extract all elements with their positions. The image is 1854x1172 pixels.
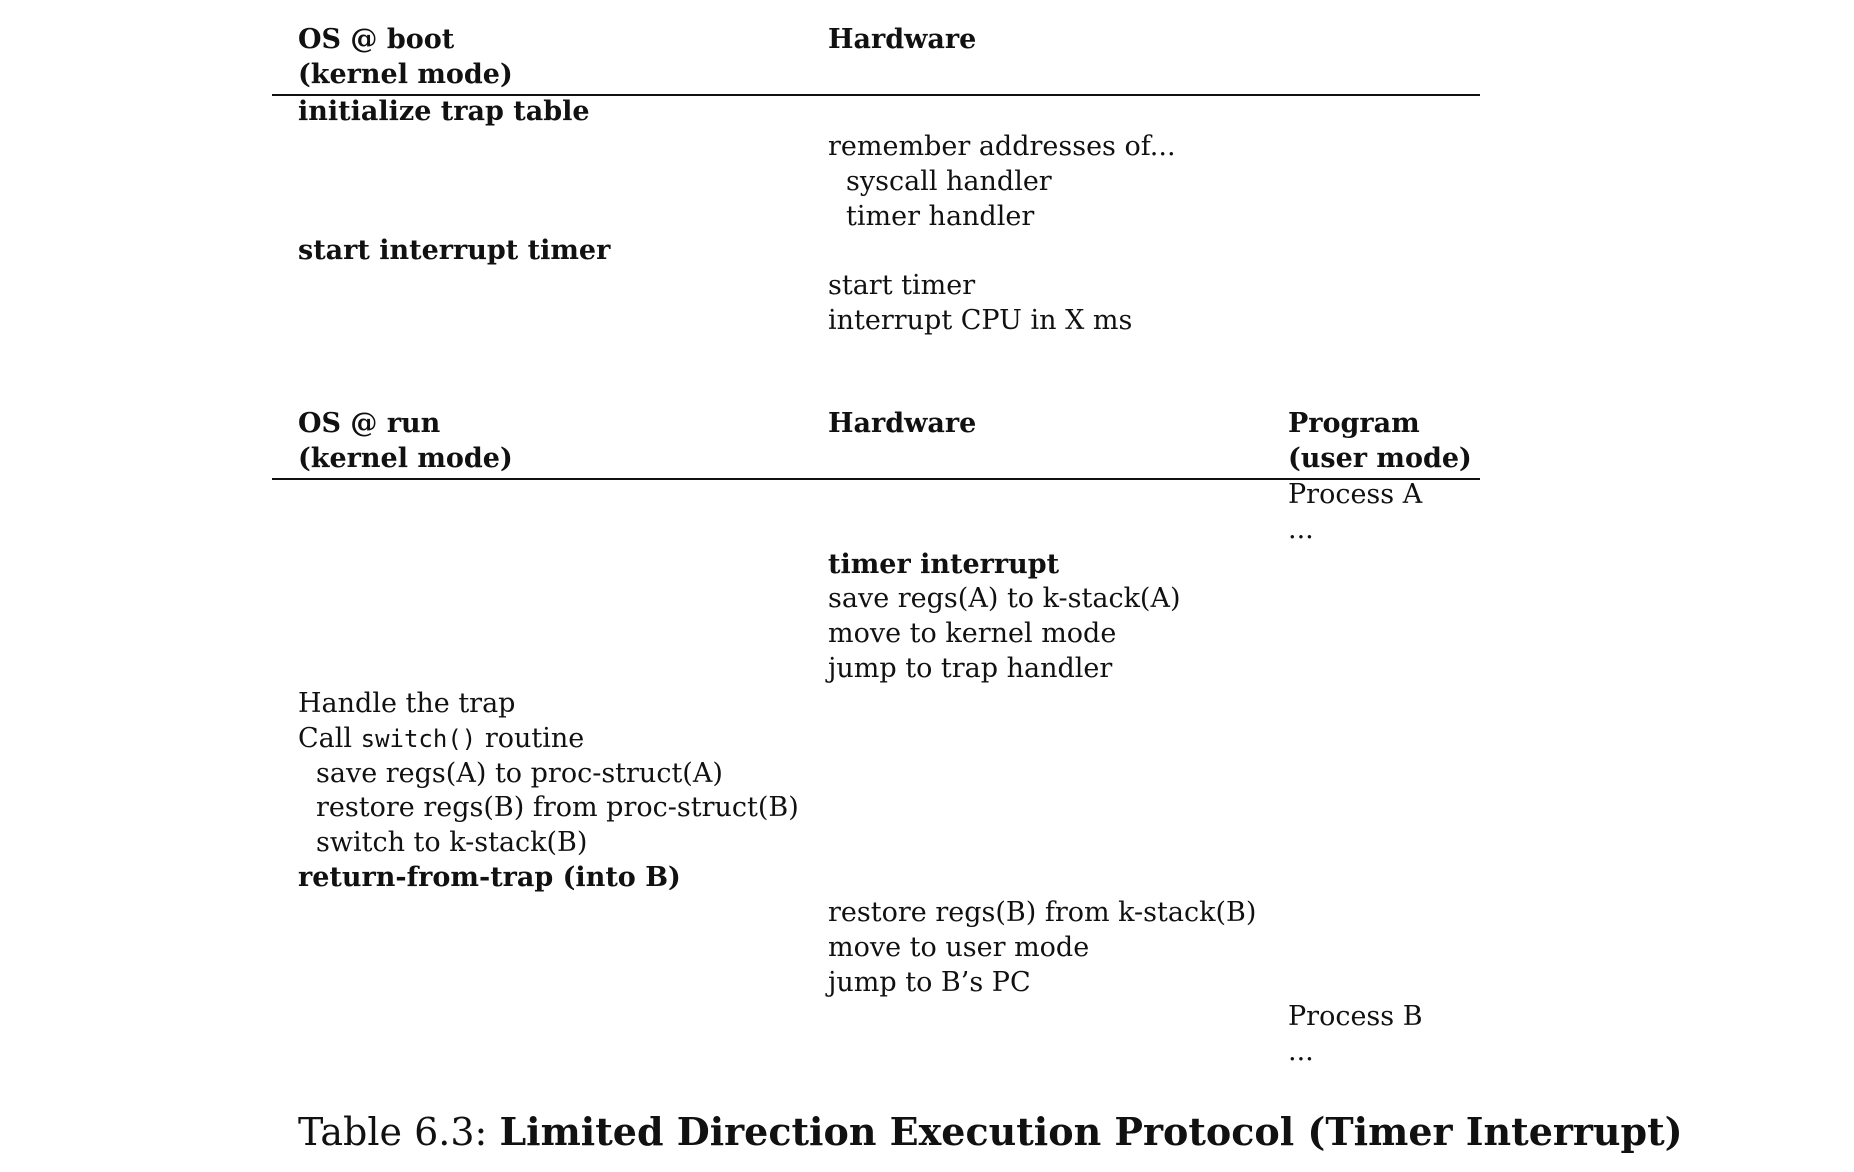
table-caption-label: Table 6.3:: [298, 1110, 488, 1154]
run-os-header-line2: (kernel mode): [298, 443, 513, 474]
run-program-header-line1: Program: [1288, 408, 1420, 439]
run-hw-jump-to-trap: jump to trap handler: [828, 653, 1113, 684]
boot-hw-interrupt-cpu: interrupt CPU in X ms: [828, 305, 1133, 336]
run-os-call-switch: Call switch() routine: [298, 721, 584, 757]
run-os-save-proc-struct: save regs(A) to proc-struct(A): [316, 758, 723, 789]
run-os-switch-code: switch(): [360, 725, 477, 753]
run-prog-process-a: Process A: [1288, 479, 1423, 510]
run-os-handle-trap: Handle the trap: [298, 688, 516, 719]
run-prog-process-b-ellipsis: ...: [1288, 1036, 1314, 1067]
run-hw-restore-kstack: restore regs(B) from k-stack(B): [828, 897, 1257, 928]
boot-hardware-header: Hardware: [828, 24, 977, 55]
run-os-header-line1: OS @ run: [298, 408, 441, 439]
run-hw-save-regs: save regs(A) to k-stack(A): [828, 583, 1181, 614]
boot-os-header-line1: OS @ boot: [298, 24, 455, 55]
boot-os-initialize-trap-table: initialize trap table: [298, 96, 590, 127]
run-hw-move-to-kernel: move to kernel mode: [828, 618, 1117, 649]
run-os-call-prefix: Call: [298, 723, 353, 754]
run-header-rule: [272, 478, 1480, 480]
table-caption: Table 6.3: Limited Direction Execution P…: [298, 1108, 1683, 1156]
table-caption-title: Limited Direction Execution Protocol (Ti…: [499, 1109, 1683, 1154]
run-os-switch-kstack: switch to k-stack(B): [316, 827, 588, 858]
run-hw-jump-to-pc: jump to B’s PC: [828, 967, 1031, 998]
boot-hw-remember-addresses: remember addresses of...: [828, 131, 1176, 162]
run-prog-process-b: Process B: [1288, 1001, 1423, 1032]
run-hardware-header: Hardware: [828, 408, 977, 439]
boot-hw-start-timer: start timer: [828, 270, 976, 301]
run-hw-timer-interrupt: timer interrupt: [828, 549, 1060, 580]
boot-header-rule: [272, 94, 1480, 96]
boot-hw-timer-handler: timer handler: [846, 201, 1035, 232]
run-prog-process-a-ellipsis: ...: [1288, 514, 1314, 545]
run-hw-move-to-user: move to user mode: [828, 932, 1090, 963]
boot-os-header-line2: (kernel mode): [298, 59, 513, 90]
run-os-call-suffix: routine: [484, 723, 585, 754]
boot-os-start-interrupt-timer: start interrupt timer: [298, 235, 611, 266]
run-os-return-from-trap: return-from-trap (into B): [298, 862, 681, 893]
run-os-restore-proc-struct: restore regs(B) from proc-struct(B): [316, 792, 799, 823]
run-program-header-line2: (user mode): [1288, 443, 1472, 474]
boot-hw-syscall-handler: syscall handler: [846, 166, 1052, 197]
